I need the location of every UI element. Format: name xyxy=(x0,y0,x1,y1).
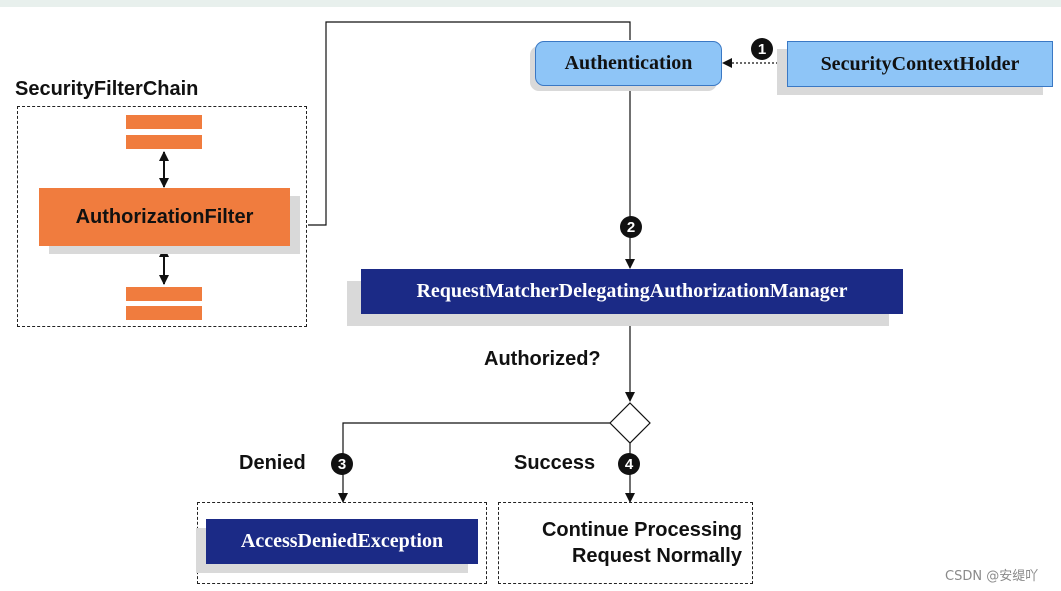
step-3-badge: 3 xyxy=(331,453,353,475)
continue-line-1: Continue Processing xyxy=(541,519,742,541)
step-2-badge: 2 xyxy=(620,216,642,238)
filter-bar xyxy=(126,306,202,320)
authorized-label: Authorized? xyxy=(484,348,601,370)
access-denied-container xyxy=(197,502,487,584)
authentication-node: Authentication xyxy=(535,41,722,86)
filter-route-line xyxy=(308,21,631,226)
filter-bar xyxy=(126,115,202,129)
authorization-filter: AuthorizationFilter xyxy=(39,188,290,246)
denied-branch-arrow xyxy=(338,422,610,503)
security-context-holder-node: SecurityContextHolder xyxy=(787,41,1053,87)
decision-diamond xyxy=(609,402,651,444)
chain-title: SecurityFilterChain xyxy=(15,78,199,100)
continue-processing-text: Continue Processing Request Normally xyxy=(498,517,742,569)
continue-line-2: Request Normally xyxy=(571,545,742,567)
authorization-manager-node: RequestMatcherDelegatingAuthorizationMan… xyxy=(361,269,903,314)
step-4-badge: 4 xyxy=(618,453,640,475)
top-strip xyxy=(0,0,1061,7)
filter-bar xyxy=(126,135,202,149)
step-1-badge: 1 xyxy=(751,38,773,60)
denied-label: Denied xyxy=(239,452,306,474)
security-filter-chain-box xyxy=(17,106,307,327)
access-denied-exception-node: AccessDeniedException xyxy=(206,519,478,564)
filter-bar xyxy=(126,287,202,301)
continue-container xyxy=(498,502,753,584)
success-label: Success xyxy=(514,452,596,474)
watermark-text: CSDN @安缇吖 xyxy=(945,569,1039,584)
